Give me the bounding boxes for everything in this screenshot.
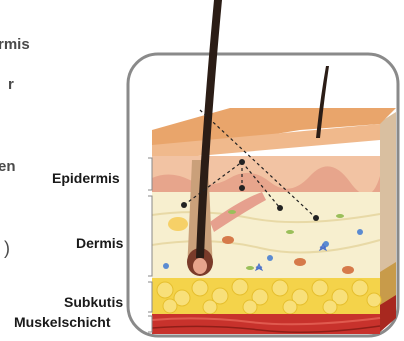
- label-muskelschicht: Muskelschicht: [14, 314, 110, 330]
- sebaceous-gland: [168, 217, 188, 231]
- label-epidermis: Epidermis: [52, 170, 120, 186]
- label-subkutis: Subkutis: [64, 294, 123, 310]
- label-dermis: Dermis: [76, 235, 123, 251]
